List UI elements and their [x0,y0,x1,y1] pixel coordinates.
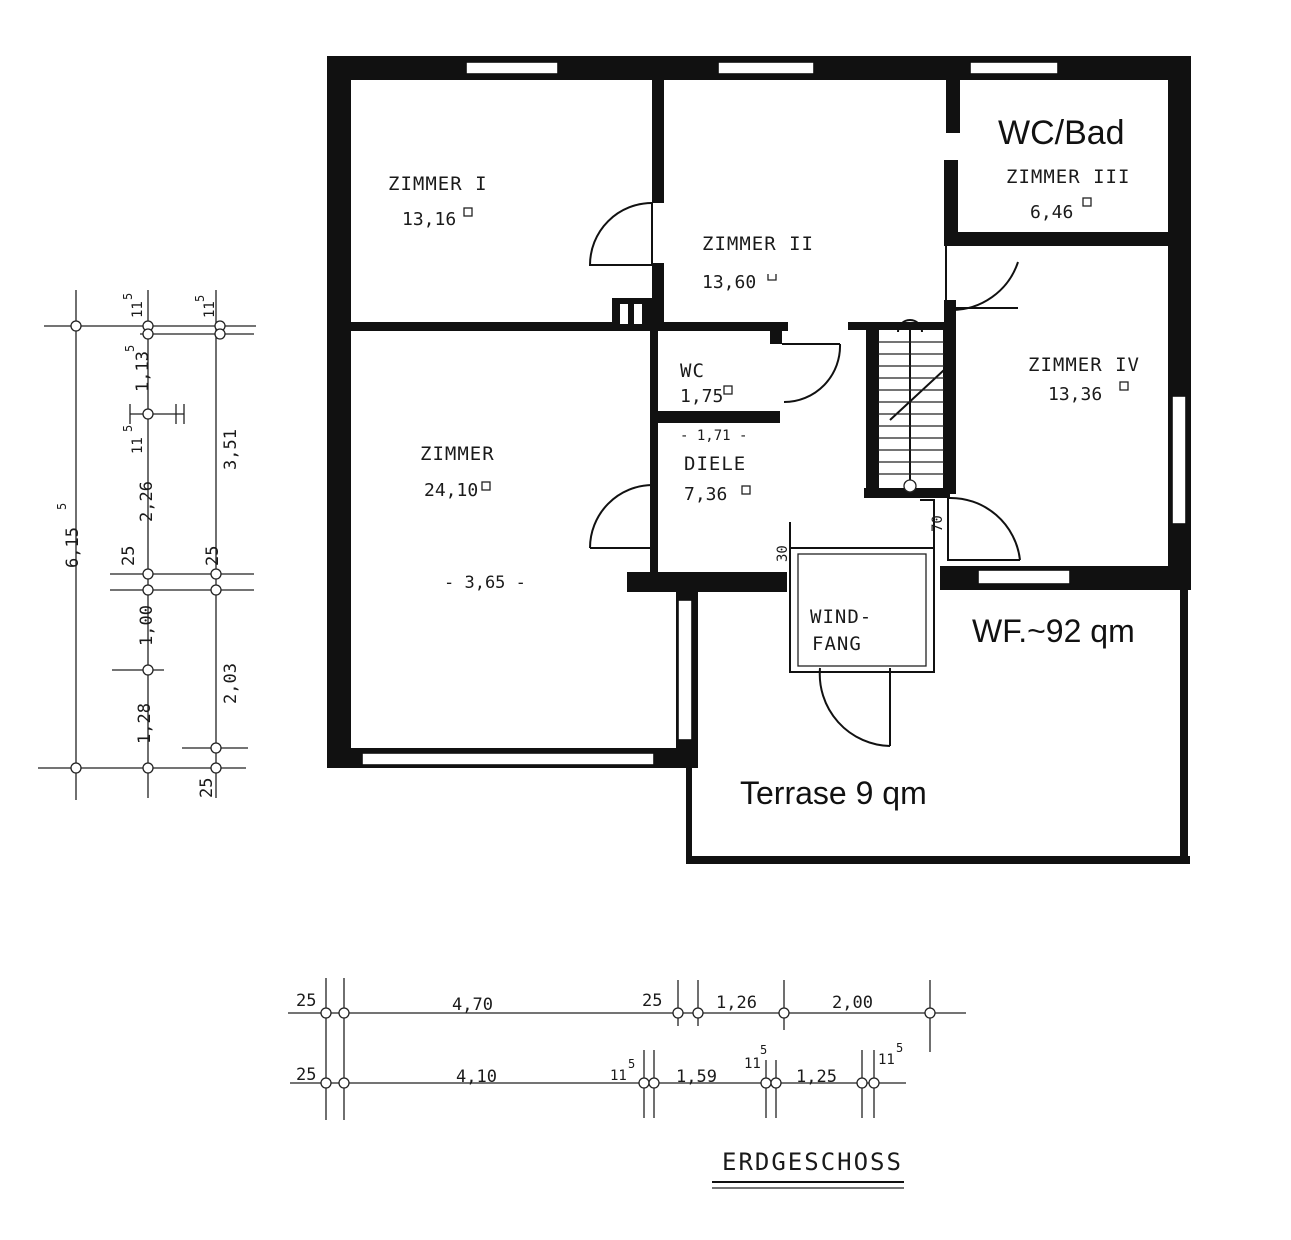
windows [361,61,1187,766]
room-windfang-line2: FANG [812,633,862,655]
dim-bottom-1-3: 25 [642,991,662,1011]
terrasse-label: Terrase 9 qm [740,775,927,811]
dim-left-c2-b: 25 [203,546,223,566]
dim-bottom-2-7-sup: 5 [896,1041,903,1055]
dim-70-label: 70 [930,515,946,532]
dim-left-c2-a: 3,51 [221,429,241,470]
dim-left-c1-b-sup: 5 [121,425,135,432]
dim-bottom-2-2: 4,10 [456,1067,497,1087]
staircase [877,319,945,493]
dim-bottom-2-5-sup: 5 [760,1043,767,1057]
dim-30-label: 30 [775,545,791,562]
dim-left-c1-e: 1,00 [137,605,157,646]
dim-bottom-2-1: 25 [296,1065,316,1085]
dim-bottom-2-3-sup: 5 [628,1057,635,1071]
dim-left-c1-a: 1,13 [133,351,153,392]
room-diele-area: 7,36 [684,484,727,505]
wc-bad-label: WC/Bad [998,114,1125,152]
room-wc-area: 1,75 [680,386,723,407]
room-zimmer-4-name: ZIMMER IV [1028,354,1140,376]
wohnflaeche-label: WF.~92 qm [972,613,1135,649]
dim-left-c2-top: 11 [202,301,218,318]
room-zimmer-2-name: ZIMMER II [702,233,814,255]
room-windfang-line1: WIND- [810,606,872,628]
dim-bottom-1-1: 25 [296,991,316,1011]
dim-left-total-sup: 5 [55,503,69,510]
dim-bottom-2-6: 1,25 [796,1067,837,1087]
room-zimmer-1-area: 13,16 [402,209,456,230]
left-dimension-chains: 6,15 5 11 5 1,13 5 11 5 2,26 25 1,00 1,2… [38,290,256,800]
dim-left-total: 6,15 [63,527,83,568]
room-zimmer-3-area: 6,46 [1030,202,1073,223]
room-diele-dimension: - 1,71 - [680,428,747,444]
bottom-dimension-chains: 25 4,70 25 1,26 2,00 25 4,10 11 5 1,59 1… [288,978,966,1120]
room-zimmer-3-name: ZIMMER III [1006,166,1130,188]
dim-left-c2-d: 25 [197,778,217,798]
room-labels: ZIMMER I 13,16 ZIMMER II 13,60 ZIMMER II… [388,166,1140,655]
dim-left-c1-top-sup: 5 [121,293,135,300]
dim-left-c2-c: 2,03 [221,663,241,704]
dim-left-c1-a-sup: 5 [123,345,137,352]
dim-left-c1-b: 11 [130,437,146,454]
dim-left-c1-c: 2,26 [137,481,157,522]
room-zimmer-area: 24,10 [424,480,478,501]
dim-left-c1-d: 25 [119,546,139,566]
room-diele-name: DIELE [684,453,746,475]
room-zimmer-2-area: 13,60 [702,272,756,293]
dim-bottom-1-2: 4,70 [452,995,493,1015]
dim-left-c2-top-sup: 5 [193,295,207,302]
room-zimmer-1-name: ZIMMER I [388,173,488,195]
dim-left-c1-f: 1,28 [135,703,155,744]
dim-bottom-2-3: 11 [610,1068,627,1084]
terrace: Terrase 9 qm [686,588,1190,864]
room-zimmer-name: ZIMMER [420,443,495,465]
door-swings [588,202,1021,747]
floor-title: ERDGESCHOSS [722,1148,903,1176]
dim-bottom-1-5: 2,00 [832,993,873,1013]
room-zimmer-4-area: 13,36 [1048,384,1102,405]
room-zimmer-dimension: - 3,65 - [444,573,526,593]
dim-left-c1-top: 11 [130,301,146,318]
room-wc-name: WC [680,360,705,382]
dim-bottom-2-4: 1,59 [676,1067,717,1087]
dim-bottom-2-5: 11 [744,1056,761,1072]
dim-bottom-2-7: 11 [878,1052,895,1068]
dim-bottom-1-4: 1,26 [716,993,757,1013]
interior-walls [348,78,1184,572]
windfang-walls [789,499,935,673]
